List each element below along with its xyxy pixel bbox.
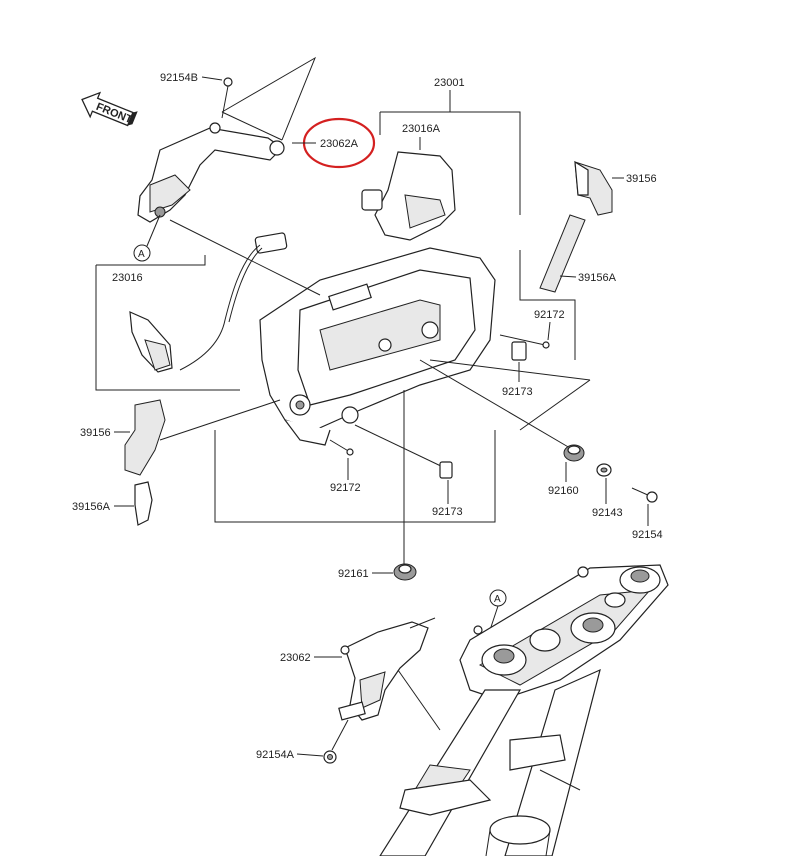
label-92143: 92143 [592,507,623,519]
label-39156-left: 39156 [80,427,111,439]
grommet-92161 [393,563,417,581]
cover-39156-left [124,399,166,476]
clip-92173-bottom [354,424,453,479]
bolt-92154 [631,487,658,503]
label-92154A: 92154A [256,749,295,761]
indicator-23016 [129,311,173,373]
fork-triple-clamp [459,564,669,701]
label-39156A-left: 39156A [72,501,111,513]
label-23016: 23016 [112,272,143,284]
front-arrow-icon: FRONT [81,91,138,127]
clip-92173-right [511,341,527,361]
screw-92154A [323,719,349,764]
label-92154B: 92154B [160,72,198,84]
label-23001: 23001 [434,77,465,89]
main-bracket-23001 [259,247,496,446]
upper-bracket [137,77,285,223]
label-39156A-top: 39156A [578,272,617,284]
label-39156-top: 39156 [626,173,657,185]
label-92160: 92160 [548,485,579,497]
grommet-92160 [563,444,585,462]
label-92154: 92154 [632,529,663,541]
label-92173-bottom: 92173 [432,506,463,518]
ref-a-circle-1 [133,244,151,262]
label-92161: 92161 [338,568,369,580]
strip-39156A-left [134,481,153,526]
label-23062A: 23062A [320,138,359,150]
cover-39156-top [574,160,613,216]
screw-92172-bottom [329,439,354,456]
fork-tubes [379,668,601,856]
lower-bracket-23062 [338,621,429,721]
ref-a-label-1: A [138,249,145,260]
indicator-23016A [361,151,456,241]
collar-92143 [596,463,612,477]
label-92172-bottom: 92172 [330,482,361,494]
ref-a-label-2: A [494,594,501,605]
label-92173-right: 92173 [502,386,533,398]
screw-92172-right [499,334,550,349]
strip-39156A-top [539,214,586,293]
label-23062: 23062 [280,652,311,664]
label-23016A: 23016A [402,123,441,135]
wiring-23016 [179,232,288,371]
label-92172-right: 92172 [534,309,565,321]
